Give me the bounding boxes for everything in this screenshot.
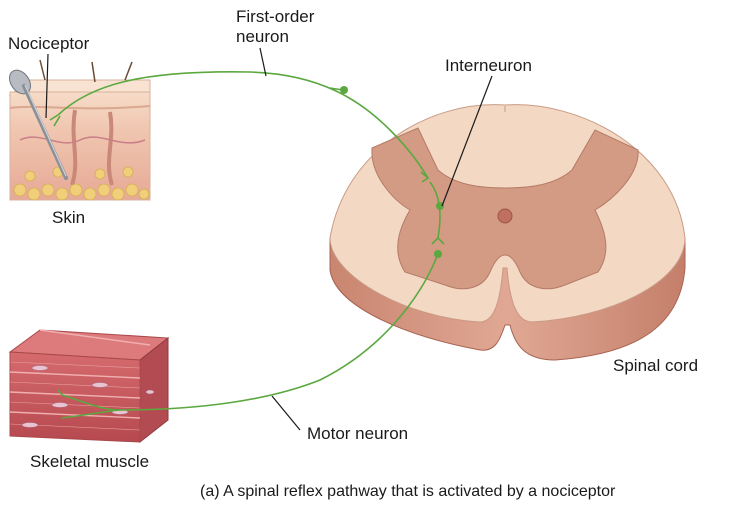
synapse-terminal-2 <box>431 236 445 245</box>
figure-caption: (a) A spinal reflex pathway that is acti… <box>200 483 616 500</box>
central-canal <box>497 208 513 224</box>
first-order-neuron-axon <box>49 71 429 179</box>
synapse-terminal-1 <box>420 171 430 183</box>
first-order-neuron-cell-body <box>340 86 348 94</box>
label-interneuron: Interneuron <box>445 56 532 75</box>
leader-motor-neuron <box>271 395 301 431</box>
leader-nociceptor <box>45 53 49 119</box>
motor-neuron-axon <box>57 253 439 419</box>
leader-first-order-neuron <box>259 47 267 77</box>
skeletal-muscle-block <box>8 329 170 444</box>
leader-lines <box>45 47 493 431</box>
motor-neuron-cell-body <box>434 250 442 258</box>
label-first-order-neuron: First-order neuron <box>236 7 315 46</box>
label-nociceptor: Nociceptor <box>8 34 90 53</box>
spinal-cord <box>329 104 686 361</box>
interneuron-cell-body <box>436 202 444 210</box>
skin-block <box>8 59 151 201</box>
gray-matter <box>371 127 639 290</box>
label-motor-neuron: Motor neuron <box>307 424 409 443</box>
label-skin: Skin <box>52 208 86 227</box>
tack-icon <box>9 69 68 180</box>
label-spinal-cord: Spinal cord <box>613 356 699 375</box>
leader-interneuron <box>441 75 493 207</box>
label-skeletal-muscle: Skeletal muscle <box>30 452 150 471</box>
